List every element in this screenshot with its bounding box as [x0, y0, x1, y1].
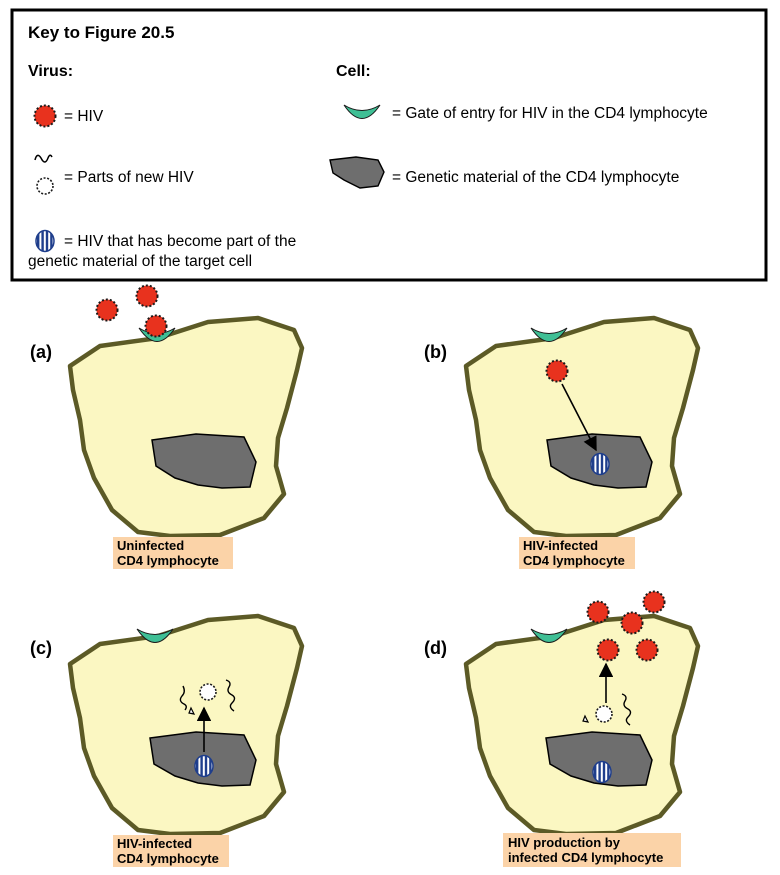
hiv-particle	[642, 590, 666, 614]
cell-heading: Cell:	[336, 63, 371, 80]
panel-a-caption-line2: CD4 lymphocyte	[117, 553, 219, 568]
integrated-hiv	[593, 761, 611, 783]
genetic-material-icon	[329, 156, 385, 189]
panel-a-label: (a)	[30, 342, 52, 362]
key-genetic-label: = Genetic material of the CD4 lymphocyte	[392, 169, 679, 186]
hiv-particle	[635, 638, 659, 662]
key-integrated-label-2: genetic material of the target cell	[28, 253, 252, 270]
new-hiv-protein	[188, 706, 196, 715]
integrated-hiv	[591, 453, 609, 475]
key-gate-label: = Gate of entry for HIV in the CD4 lymph…	[392, 105, 708, 122]
cd4-cell	[67, 613, 305, 837]
panel-b-caption-line1: HIV-infected	[523, 538, 598, 553]
panel-c-label: (c)	[30, 638, 52, 658]
integrated-hiv	[195, 755, 213, 777]
new-hiv-parts-icon	[34, 154, 54, 195]
key-hiv-label: = HIV	[64, 108, 104, 125]
new-hiv-capsule	[199, 683, 217, 701]
cd4-cell	[463, 613, 701, 837]
cd4-nucleus	[151, 433, 257, 489]
new-hiv-rna	[179, 685, 187, 711]
panel-a: (a) Uninfected CD4 lymphocyte	[30, 284, 305, 569]
panel-d: (d) HIV production by infected CD4 lymph…	[424, 590, 701, 867]
panel-c: (c) HIV-infected CD4 lymphocyte	[30, 613, 305, 867]
hiv-particle	[545, 359, 569, 383]
virus-heading: Virus:	[28, 63, 73, 80]
panel-b: (b) HIV-infected CD4 lymphocyte	[424, 315, 701, 569]
panel-c-caption-line2: CD4 lymphocyte	[117, 851, 219, 866]
panel-d-caption: HIV production by infected CD4 lymphocyt…	[503, 833, 681, 867]
panel-d-caption-line1: HIV production by	[508, 835, 621, 850]
hiv-particle	[144, 314, 168, 338]
panel-b-caption: HIV-infected CD4 lymphocyte	[519, 537, 635, 569]
panel-a-caption: Uninfected CD4 lymphocyte	[113, 537, 233, 569]
cd4-cell	[463, 315, 701, 539]
new-hiv-protein	[582, 714, 590, 723]
integrated-hiv-icon	[36, 230, 54, 252]
hiv-particle	[620, 611, 644, 635]
key-parts-label: = Parts of new HIV	[64, 169, 194, 186]
key-title: Key to Figure 20.5	[28, 23, 174, 42]
panel-d-label: (d)	[424, 638, 447, 658]
panel-c-caption: HIV-infected CD4 lymphocyte	[113, 835, 229, 867]
panel-a-caption-line1: Uninfected	[117, 538, 184, 553]
hiv-particle	[95, 298, 119, 322]
new-hiv-capsule	[595, 705, 613, 723]
key-integrated-label-1: = HIV that has become part of the	[64, 233, 296, 250]
new-hiv-rna	[621, 693, 632, 726]
cd4-nucleus	[545, 731, 653, 787]
panel-d-caption-line2: infected CD4 lymphocyte	[508, 850, 663, 865]
panel-c-caption-line1: HIV-infected	[117, 836, 192, 851]
entry-arrow	[561, 383, 597, 452]
hiv-particle	[586, 600, 610, 624]
panel-b-caption-line2: CD4 lymphocyte	[523, 553, 625, 568]
hiv-particle	[596, 638, 620, 662]
hiv-particle-icon	[33, 104, 57, 128]
key-box: Key to Figure 20.5 Virus: Cell: = HIV = …	[10, 8, 768, 282]
new-hiv-rna	[225, 679, 236, 712]
hiv-particle	[135, 284, 159, 308]
cd4-cell	[67, 315, 305, 539]
panel-b-label: (b)	[424, 342, 447, 362]
